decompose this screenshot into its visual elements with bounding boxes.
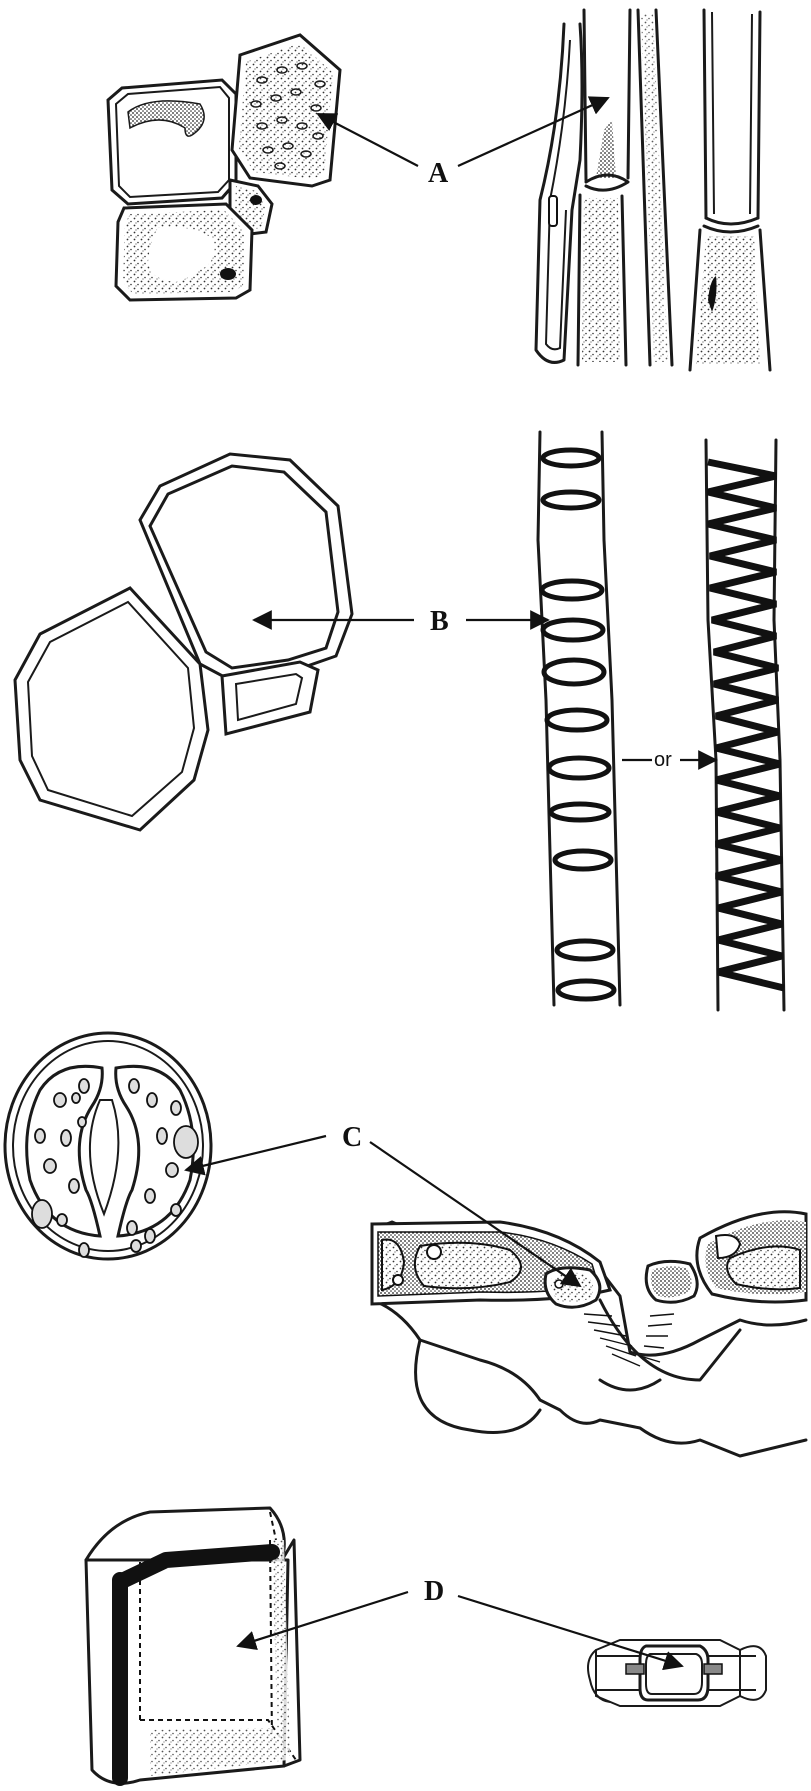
panel-d: D <box>86 1508 766 1783</box>
panel-b-cross-section <box>15 454 352 830</box>
panel-b-annular-vessel <box>538 432 620 1005</box>
panel-b-spiral-vessel <box>706 440 784 1010</box>
label-b: B <box>430 606 449 637</box>
panel-a-longitudinal <box>536 10 770 370</box>
arrow-d-right <box>458 1596 682 1666</box>
label-c: C <box>342 1122 362 1153</box>
label-a: A <box>428 158 449 189</box>
panel-c: C <box>5 1033 806 1456</box>
panel-d-cell-3d <box>86 1508 300 1783</box>
panel-c-stomata-face-view <box>5 1033 211 1259</box>
arrow-d-left <box>238 1592 408 1646</box>
label-or: or <box>654 749 672 771</box>
panel-b: B or <box>15 432 784 1010</box>
panel-d-cell-section <box>588 1640 766 1706</box>
panel-a: A <box>108 10 770 370</box>
panel-c-stomata-section <box>372 1212 806 1456</box>
label-d: D <box>424 1576 444 1607</box>
panel-a-cross-section <box>108 35 340 300</box>
